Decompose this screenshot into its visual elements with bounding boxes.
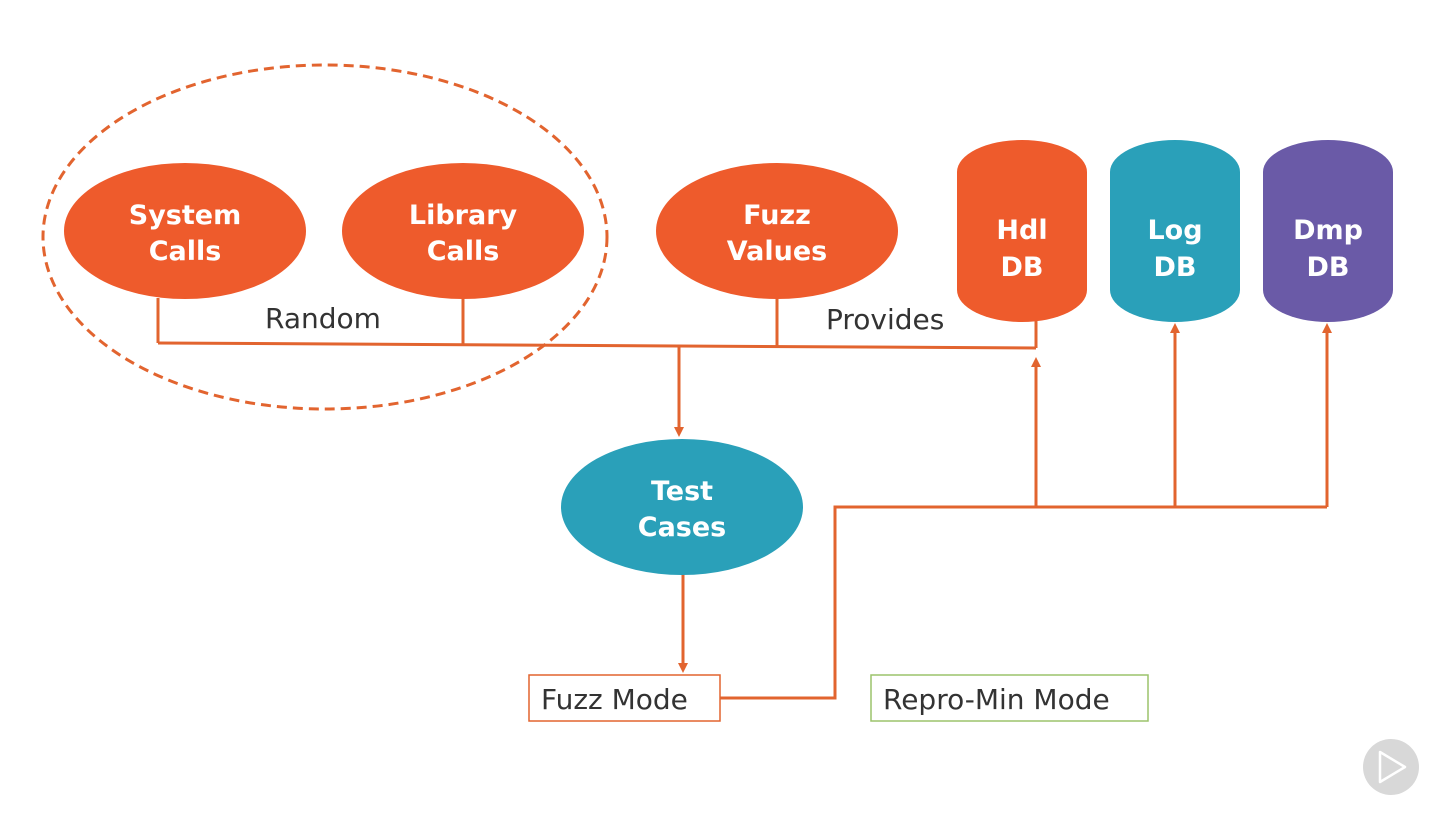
node-hdl-db-label-2: DB (1001, 252, 1044, 283)
node-log-db: Log DB (1110, 140, 1240, 322)
node-system-calls-label-1: System (129, 200, 241, 231)
node-dmp-db: Dmp DB (1263, 140, 1393, 322)
fuzz-mode-label: Fuzz Mode (541, 683, 688, 716)
node-hdl-db-shape (957, 140, 1087, 322)
node-fuzz-values-label-1: Fuzz (743, 200, 811, 231)
connector-fuzz-mode-to-riser (720, 505, 1327, 700)
node-system-calls-label-2: Calls (149, 236, 222, 267)
connectors (156, 298, 1332, 700)
node-test-cases-shape (561, 439, 803, 575)
node-dmp-db-shape (1263, 140, 1393, 322)
node-system-calls-shape (64, 163, 306, 299)
node-log-db-label-2: DB (1154, 252, 1197, 283)
node-fuzz-values-shape (656, 163, 898, 299)
play-logo-icon[interactable] (1363, 739, 1419, 795)
node-log-db-label-1: Log (1147, 215, 1202, 246)
node-dmp-db-label-2: DB (1307, 252, 1350, 283)
node-dmp-db-label-1: Dmp (1293, 215, 1363, 246)
node-library-calls: Library Calls (342, 163, 584, 299)
node-system-calls: System Calls (64, 163, 306, 299)
node-test-cases: Test Cases (561, 439, 803, 575)
node-library-calls-label-2: Calls (427, 236, 500, 267)
node-hdl-db-label-1: Hdl (996, 215, 1047, 246)
edge-label-random: Random (265, 302, 381, 335)
repro-min-mode-label: Repro-Min Mode (883, 683, 1110, 716)
random-group-boundary (41, 63, 609, 411)
node-test-cases-label-2: Cases (638, 512, 727, 543)
repro-min-mode-box-border (870, 674, 1149, 722)
fuzz-mode-box-border (528, 674, 721, 722)
play-logo-circle (1363, 739, 1419, 795)
play-logo-triangle (1378, 750, 1407, 784)
node-fuzz-values-label-2: Values (727, 236, 828, 267)
node-library-calls-label-1: Library (409, 200, 518, 231)
fuzz-mode-box[interactable]: Fuzz Mode (528, 674, 721, 722)
node-hdl-db: Hdl DB (957, 140, 1087, 322)
connector-horizontal-bus (157, 341, 1037, 350)
node-fuzz-values: Fuzz Values (656, 163, 898, 299)
edge-label-provides: Provides (826, 303, 944, 336)
repro-min-mode-box[interactable]: Repro-Min Mode (870, 674, 1149, 722)
node-log-db-shape (1110, 140, 1240, 322)
node-test-cases-label-1: Test (651, 476, 713, 507)
node-library-calls-shape (342, 163, 584, 299)
